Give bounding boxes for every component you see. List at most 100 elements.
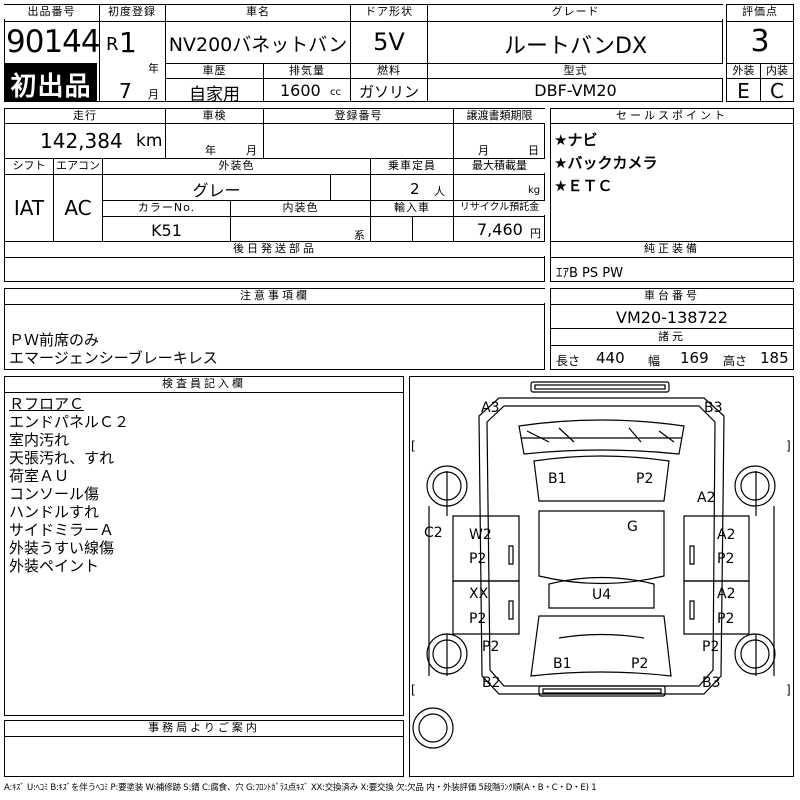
model-code: DBF-VM20 [534,81,617,100]
sales-point-1: ★ナビ [554,131,598,149]
rule [550,257,794,258]
transfer-label: 譲渡書類期限 [454,109,545,123]
transfer-day-unit: 日 [528,144,539,157]
registration-label: 登録番号 [264,109,453,123]
rule [230,200,231,241]
model-code-label: 型式 [428,64,723,78]
rule [4,174,545,175]
equipment-label: 純正装備 [551,242,793,256]
mark-u4: U4 [592,587,612,603]
mark-p2-rr: P2 [702,639,720,655]
mark-g: G [627,519,638,535]
car-diagram: [[ ]] [411,381,791,749]
rule [412,216,413,241]
rule [760,63,761,102]
inspector-line-7: ハンドルすれ [9,503,100,521]
door: 5V [373,28,405,56]
rule [53,158,54,241]
inspector-label: 検査員記入欄 [5,377,403,391]
height: 185 [760,349,789,367]
inspector-line-10: 外装ペイント [9,557,100,575]
exterior-color: グレー [192,181,241,200]
capacity: 2 [410,180,420,198]
mark-a3: A3 [481,400,500,416]
rule [102,200,545,201]
interior-grade: C [770,79,784,103]
rule [550,123,794,124]
displacement-unit: cc [330,87,341,98]
score-label: 評価点 [727,5,793,19]
exterior-grade: E [737,79,750,103]
mark-xx: XX [469,586,489,602]
note-line-2: エマージェンシーブレーキレス [9,349,218,367]
mark-b3-top: B3 [704,400,723,416]
interior-grade-label: 内装 [761,64,793,78]
max-load-unit: kg [528,185,541,196]
mark-b3-bot: B3 [702,675,721,691]
inspector-line-1: ＲフロアＣ [9,395,85,413]
history-label: 車歴 [166,64,263,78]
inspector-line-8: サイドミラーＡ [9,521,115,539]
mark-p2-top: P2 [636,471,654,487]
lot-number: 90144 [6,24,101,60]
rule [99,4,100,102]
rule [453,158,454,241]
chassis-label: 車台番号 [551,289,793,303]
mark-p2-lr: P2 [482,639,500,655]
interior-color-label: 内装色 [231,201,370,215]
rule [370,158,371,241]
era: R [106,34,119,55]
rule [550,241,794,242]
inspection-month-unit: 月 [246,144,257,157]
grade: ルートバンDX [503,34,648,59]
capacity-label: 乗車定員 [371,159,453,173]
ac-label: エアコン [54,159,102,173]
import-label: 輸入車 [371,201,453,215]
equipment: ｴｱB PS PW [556,266,623,281]
length-label: 長さ [556,354,581,368]
exterior-grade-label: 外装 [727,64,760,78]
recycle: 7,460 [477,220,523,239]
mileage: 142,384 [40,129,123,153]
mark-p2-l2: P2 [469,611,487,627]
rule [550,304,794,305]
mark-b1-top: B1 [548,471,567,487]
rule [99,21,723,22]
max-load-label: 最大積載量 [454,159,545,173]
shift: IAT [13,196,45,220]
reg-year: 1 [119,26,137,59]
rule [165,78,723,79]
rule [550,328,794,329]
office-label: 事務局よりご案内 [5,721,403,735]
svg-text:]: ] [786,439,791,453]
rule [165,63,723,64]
header-table [4,4,723,102]
mark-w2: W2 [469,527,492,543]
mark-p2-l1: P2 [469,551,487,567]
mark-a2-r: A2 [717,527,736,543]
capacity-unit: 人 [434,185,445,198]
inspector-table [4,376,404,716]
rule [4,392,404,393]
history: 自家用 [189,85,240,105]
rule [4,736,404,737]
parts-label: 後日発送部品 [5,242,545,256]
rule [350,4,351,102]
rule [330,174,331,200]
year-unit: 年 [148,62,159,75]
rule [726,21,794,22]
legend: A:ｷｽﾞ U:ﾍｺﾐ B:ｷｽﾞを伴うﾍｺﾐ P:要塗装 W:補修跡 S:錆 … [4,783,597,793]
chassis-number: VM20-138722 [616,308,728,327]
width-label: 幅 [648,354,661,368]
inspector-line-3: 室内汚れ [9,431,70,449]
door-label: ドア形状 [351,5,427,19]
lot-number-label: 出品番号 [4,5,99,19]
rule [263,108,264,158]
interior-color-unit: 系 [354,229,365,242]
sales-label: セールスポイント [551,109,793,123]
inspector-line-5: 荷室ＡＵ [9,467,70,485]
mileage-label: 走行 [5,109,165,123]
inspector-line-4: 天張汚れ、すれ [9,449,115,467]
rule [4,241,545,242]
inspection-year-unit: 年 [205,144,216,157]
